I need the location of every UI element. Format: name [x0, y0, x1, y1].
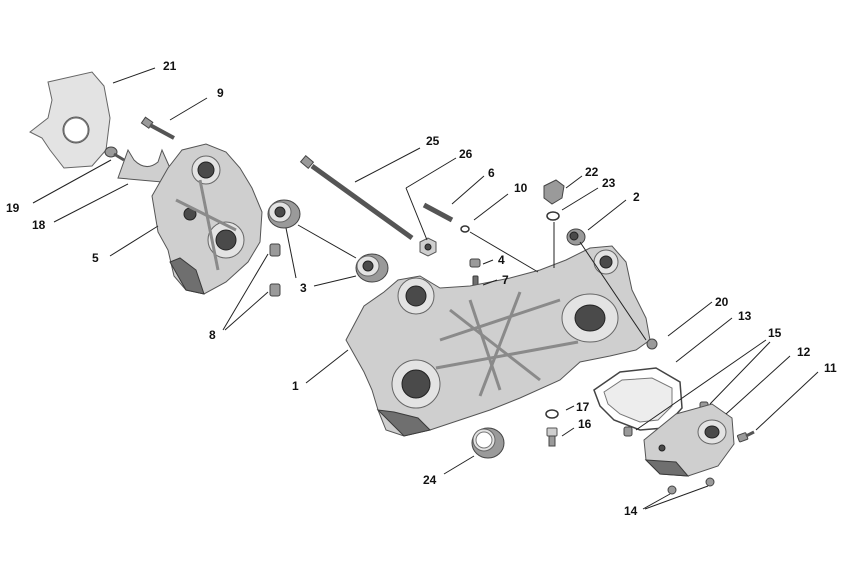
part-22-fitting [543, 179, 565, 205]
callout-labels: 21 9 19 18 5 3 8 25 26 6 10 4 7 22 23 2 … [6, 59, 837, 518]
part-23-o-ring [546, 211, 560, 221]
callout-19: 19 [6, 201, 20, 215]
callout-17: 17 [576, 400, 590, 414]
part-18-clamp [117, 148, 171, 183]
part-20-seal [646, 338, 658, 350]
part-8-dowel-pins [269, 243, 281, 297]
callout-9: 9 [217, 86, 224, 100]
part-17-washer [545, 409, 559, 419]
part-3-bearing-upper [267, 199, 301, 229]
part-12-cover [643, 403, 735, 477]
part-4-plug [469, 258, 481, 268]
part-14-screws [667, 477, 715, 495]
part-1-main-crankcase [345, 245, 651, 437]
part-3-bearing-lower [355, 253, 389, 283]
part-2-bushing [566, 228, 586, 246]
part-9-bolt [140, 116, 175, 140]
callout-14: 14 [624, 504, 638, 518]
callout-16: 16 [578, 417, 592, 431]
part-21-shield-plate [29, 71, 111, 169]
callout-8: 8 [209, 328, 216, 342]
part-11-bolt [736, 430, 755, 443]
callout-1: 1 [292, 379, 299, 393]
part-5-left-crankcase [151, 143, 263, 295]
callout-20: 20 [715, 295, 729, 309]
part-25-long-stud [299, 155, 414, 241]
part-10-o-ring [460, 225, 470, 233]
callout-13: 13 [738, 309, 752, 323]
callout-21: 21 [163, 59, 177, 73]
callout-25: 25 [426, 134, 440, 148]
callout-3: 3 [300, 281, 307, 295]
callout-15: 15 [768, 326, 782, 340]
callout-18: 18 [32, 218, 46, 232]
leader-lines [32, 67, 819, 510]
part-16-drain-bolt [546, 427, 558, 447]
part-24-sleeve [471, 427, 505, 459]
callout-6: 6 [488, 166, 495, 180]
callout-23: 23 [602, 176, 616, 190]
callout-4: 4 [498, 253, 505, 267]
callout-11: 11 [824, 361, 837, 375]
part-26-nut [419, 237, 437, 257]
part-19-small-bolt [104, 146, 125, 162]
callout-24: 24 [423, 473, 437, 487]
part-6-stud-bolt [422, 202, 454, 223]
callout-10: 10 [514, 181, 528, 195]
callout-22: 22 [585, 165, 599, 179]
callout-5: 5 [92, 251, 99, 265]
callout-26: 26 [459, 147, 473, 161]
callout-2: 2 [633, 190, 640, 204]
callout-7: 7 [502, 273, 509, 287]
callout-12: 12 [797, 345, 811, 359]
